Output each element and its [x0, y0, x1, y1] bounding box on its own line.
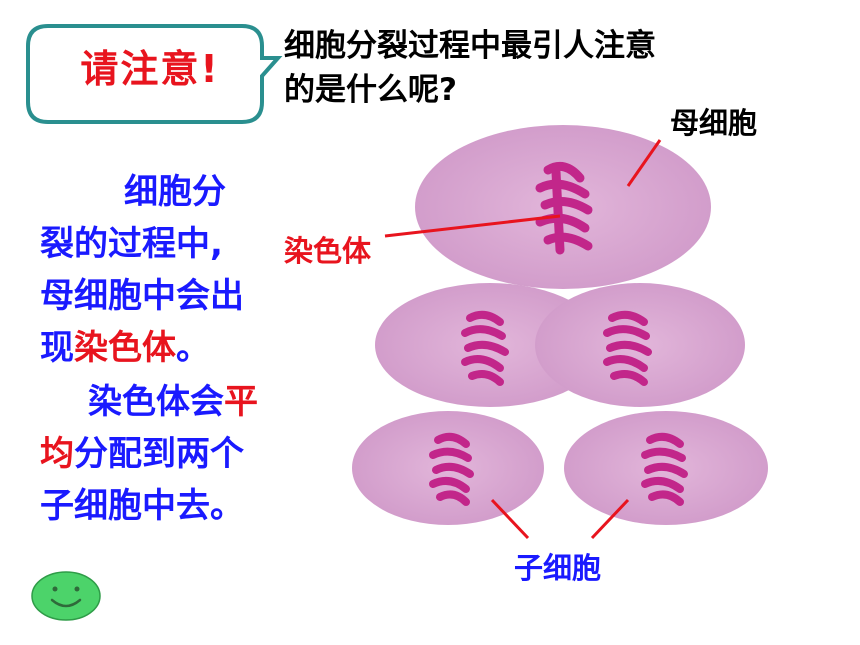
question-line-1: 细胞分裂过程中最引人注意 [284, 28, 656, 64]
middle-left-chromosomes [461, 310, 509, 386]
p1-line-3: 母细胞中会出 [40, 276, 244, 316]
mother-cell [415, 125, 711, 289]
smiley-icon[interactable] [30, 570, 102, 622]
daughter-right-chromosomes [641, 432, 688, 506]
p1-line-4-pre: 现 [40, 328, 74, 368]
mother-cell-chromosomes [535, 161, 593, 255]
mother-cell-pointer [626, 139, 662, 187]
label-daughter-cells: 子细胞 [514, 551, 602, 585]
p2-line-2-post: 分配到两个 [74, 434, 244, 474]
daughter-cell-right [564, 411, 768, 525]
p1-line-4-red: 染色体 [74, 328, 176, 368]
callout-title: 请注意! [80, 47, 220, 91]
daughter-right-pointer [590, 498, 630, 540]
paragraph-1: 细胞分 裂的过程中, 母细胞中会出 现染色体。 [40, 166, 244, 374]
p2-line-1: 染色体会平 [40, 376, 258, 428]
p2-line-1-red: 平 [224, 382, 258, 422]
label-chromosome: 染色体 [284, 234, 372, 268]
middle-right-chromosomes [603, 310, 652, 386]
chromosome-pointer [384, 214, 561, 238]
p2-line-1-pre: 染色体会 [88, 382, 224, 422]
p1-line-4: 现染色体。 [40, 322, 244, 374]
p2-line-2: 均分配到两个 [40, 428, 258, 480]
p1-line-4-post: 。 [176, 328, 210, 368]
callout-bubble: 请注意! [0, 0, 290, 140]
question-line-2: 的是什么呢? [284, 72, 457, 108]
paragraph-2: 染色体会平 均分配到两个 子细胞中去。 [40, 376, 258, 532]
p2-line-3: 子细胞中去。 [40, 486, 244, 526]
p2-line-2-red: 均 [40, 434, 74, 474]
p1-line-1: 细胞分 [124, 172, 226, 212]
daughter-left-chromosomes [429, 432, 474, 506]
callout-shape [26, 24, 283, 124]
daughter-cell-left [352, 411, 544, 525]
middle-cell-right [535, 283, 745, 407]
label-mother-cell: 母细胞 [670, 106, 758, 140]
question-text: 细胞分裂过程中最引人注意 的是什么呢? [284, 24, 764, 112]
daughter-left-pointer [490, 498, 530, 540]
middle-cell-left [375, 283, 605, 407]
p1-line-2: 裂的过程中, [40, 224, 223, 264]
